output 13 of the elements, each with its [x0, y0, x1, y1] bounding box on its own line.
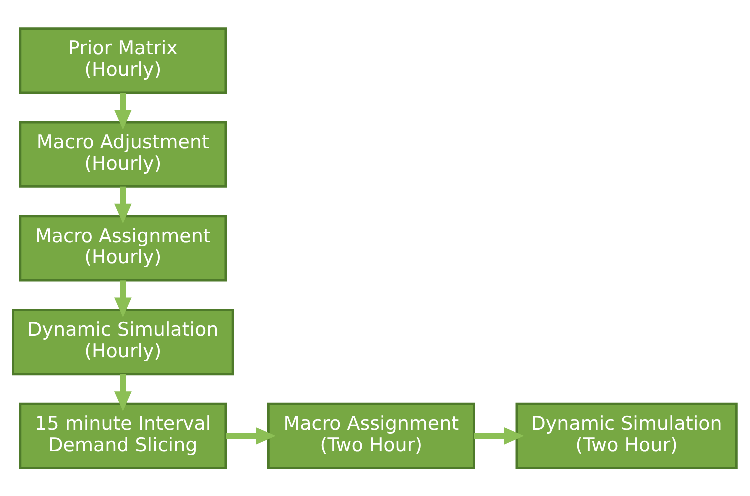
node-box: 15 minute Interval Demand Slicing: [19, 402, 228, 469]
node-box: Prior Matrix (Hourly): [19, 27, 228, 94]
arrow: [114, 280, 132, 318]
arrow: [114, 374, 132, 411]
arrow: [114, 186, 132, 224]
node-box: Macro Assignment (Hourly): [19, 214, 228, 282]
arrow: [474, 426, 524, 444]
node-box: Dynamic Simulation (Hourly): [12, 308, 234, 376]
node-box: Macro Assignment (Two Hour): [268, 402, 476, 469]
node-box: Dynamic Simulation (Two Hour): [516, 402, 738, 469]
node-box: Macro Adjustment (Hourly): [19, 120, 228, 188]
arrow: [226, 426, 276, 444]
arrow: [114, 92, 132, 130]
